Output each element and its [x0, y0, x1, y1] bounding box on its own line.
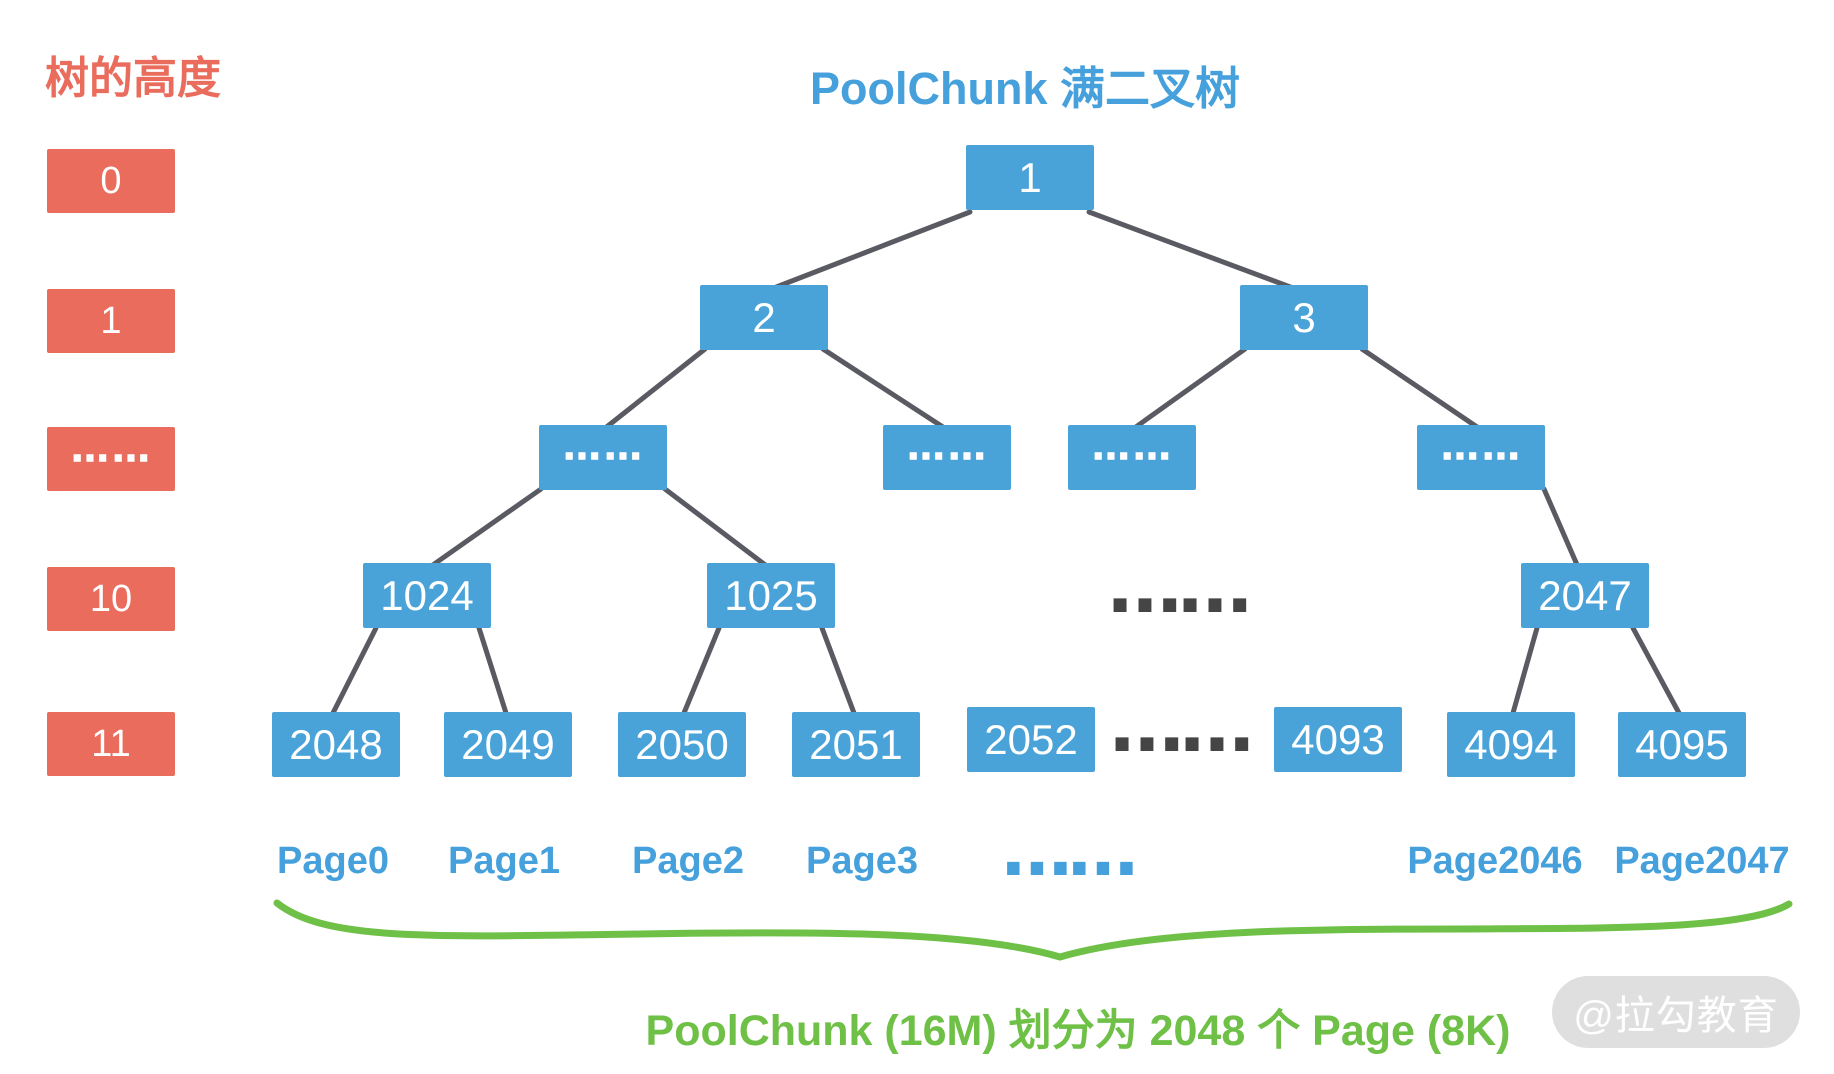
edge-to-1024 [427, 486, 544, 570]
tree-node-4095-text: 4095 [1635, 720, 1729, 768]
height-label-ellipsis: …… [47, 425, 175, 491]
tree-node-dots-a: …… [539, 423, 667, 490]
height-label-10: 10 [47, 567, 175, 631]
tree-node-1025: 1025 [707, 563, 835, 628]
edge-1-2 [763, 209, 973, 294]
bottom-caption: PoolChunk (16M) 划分为 2048 个 Page (8K) [645, 1007, 1511, 1055]
tree-node-4094-text: 4094 [1464, 720, 1558, 768]
edge-1025-2051 [819, 625, 857, 716]
tree-node-2047-text: 2047 [1538, 571, 1632, 619]
tree-node-4093-text: 4093 [1291, 715, 1385, 763]
tree-node-1-text: 1 [1018, 153, 1042, 201]
tree-node-2050: 2050 [618, 712, 746, 777]
height-label-ellipsis-text: …… [69, 425, 152, 471]
height-label-11-text: 11 [91, 722, 131, 765]
level11-ellipsis-dots: …… [1107, 679, 1257, 767]
tree-node-2049: 2049 [444, 712, 572, 777]
tree-node-2052: 2052 [967, 707, 1095, 772]
tree-node-4095: 4095 [1618, 712, 1746, 777]
tree-node-dots-d: …… [1417, 423, 1545, 490]
tree-node-2051-text: 2051 [809, 720, 903, 768]
watermark-text: @拉勾教育 [1573, 994, 1779, 1038]
edge-to-2047 [1541, 486, 1581, 570]
tree-node-dots-b: …… [883, 423, 1011, 490]
tree-node-3: 3 [1240, 285, 1368, 350]
edge-to-1025 [662, 486, 771, 570]
tree-node-1025-text: 1025 [724, 571, 818, 619]
tree-node-4093: 4093 [1274, 707, 1402, 772]
tree-node-2051: 2051 [792, 712, 920, 777]
page-label-3: Page3 [806, 840, 918, 882]
page-label-0: Page0 [277, 840, 389, 882]
edge-3-left [1130, 346, 1248, 432]
page-label-1: Page1 [448, 840, 560, 882]
height-label-0-text: 0 [100, 159, 122, 202]
tree-node-2049-text: 2049 [461, 720, 555, 768]
tree-node-2052-text: 2052 [984, 715, 1078, 763]
tree-node-2048: 2048 [272, 712, 400, 777]
page-label-2047: Page2047 [1614, 840, 1790, 882]
page-label-2: Page2 [632, 840, 744, 882]
edge-3-right [1359, 346, 1483, 432]
tree-node-2: 2 [700, 285, 828, 350]
tree-node-1024: 1024 [363, 563, 491, 628]
tree-node-2-text: 2 [752, 293, 776, 341]
page-label-2046: Page2046 [1407, 840, 1583, 882]
tree-node-dots-c-text: …… [1090, 423, 1173, 469]
edge-2-right [820, 346, 949, 432]
watermark-badge: @拉勾教育 [1552, 976, 1800, 1048]
tree-node-dots-b-text: …… [905, 423, 988, 469]
tree-node-dots-d-text: …… [1439, 423, 1522, 469]
diagram-title: PoolChunk 满二叉树 [810, 63, 1240, 114]
tree-node-dots-c: …… [1068, 423, 1196, 490]
height-label-10-text: 10 [89, 577, 133, 620]
edge-1-3 [1086, 209, 1304, 294]
tree-node-2047: 2047 [1521, 563, 1649, 628]
height-label-11: 11 [47, 712, 175, 776]
level10-ellipsis-dots: …… [1105, 540, 1255, 628]
page-ellipsis-dots: …… [999, 807, 1141, 890]
edge-2-left [601, 346, 708, 432]
tree-node-2048-text: 2048 [289, 720, 383, 768]
tree-node-2050-text: 2050 [635, 720, 729, 768]
tree-node-3-text: 3 [1292, 293, 1316, 341]
edge-1025-2050 [681, 625, 722, 716]
edge-1024-2048 [330, 625, 379, 716]
edge-2047-4095 [1630, 625, 1682, 716]
tree-node-4094: 4094 [1447, 712, 1575, 777]
edge-2047-4094 [1510, 625, 1540, 716]
height-label-1-text: 1 [100, 299, 122, 342]
tree-node-1: 1 [966, 145, 1094, 210]
height-label-0: 0 [47, 149, 175, 213]
tree-height-heading: 树的高度 [45, 54, 221, 103]
height-label-1: 1 [47, 289, 175, 353]
brace-curve [273, 899, 1793, 961]
edge-1024-2049 [476, 625, 509, 716]
tree-node-1024-text: 1024 [380, 571, 474, 619]
tree-node-dots-a-text: …… [561, 423, 644, 469]
